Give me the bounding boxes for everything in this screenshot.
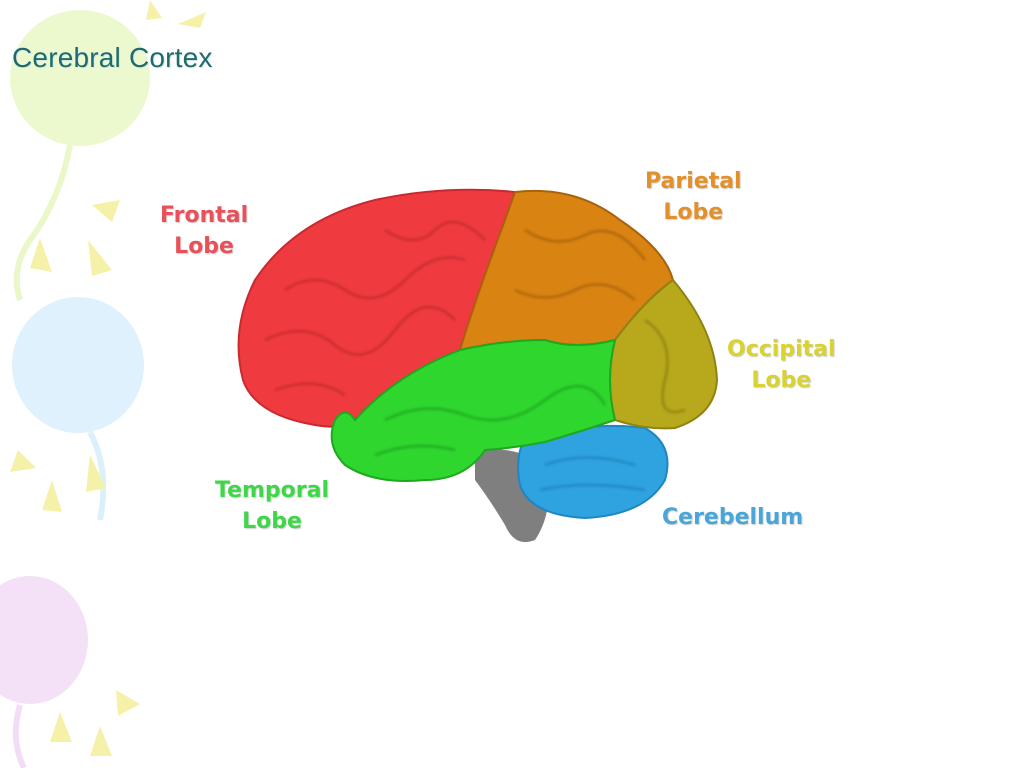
cerebellum-label: Cerebellum	[662, 502, 803, 533]
balloon-decoration	[0, 0, 206, 768]
blue-balloon-icon	[12, 297, 144, 521]
frontal-lobe-label-line2: Lobe	[174, 234, 234, 259]
cerebellum-label-line1: Cerebellum	[662, 505, 804, 530]
sparkle-icon	[10, 0, 206, 756]
occipital-lobe-label-line2: Lobe	[751, 368, 812, 393]
page-title: Cerebral Cortex	[12, 42, 213, 73]
gyri-texture	[264, 221, 686, 491]
temporal-lobe-region	[330, 338, 617, 482]
occipital-lobe-region	[609, 278, 719, 430]
occipital-lobe-label-line1: Occipital	[727, 337, 836, 362]
cerebellum-region	[517, 424, 669, 520]
temporal-lobe-label-line2: Lobe	[242, 509, 302, 534]
frontal-lobe-label-line1: Frontal	[160, 203, 249, 228]
parietal-lobe-label-line2: Lobe	[663, 200, 724, 225]
temporal-lobe-label-line1: Temporal	[215, 478, 330, 503]
occipital-lobe-label: Occipital Lobe	[727, 334, 836, 396]
green-balloon-icon	[10, 10, 150, 301]
parietal-lobe-label-line1: Parietal	[645, 169, 742, 194]
frontal-lobe-label: Frontal Lobe	[160, 200, 248, 262]
brain-diagram	[237, 188, 719, 543]
temporal-lobe-label: Temporal Lobe	[215, 475, 329, 537]
purple-balloon-icon	[0, 576, 88, 768]
parietal-lobe-label: Parietal Lobe	[645, 166, 742, 228]
